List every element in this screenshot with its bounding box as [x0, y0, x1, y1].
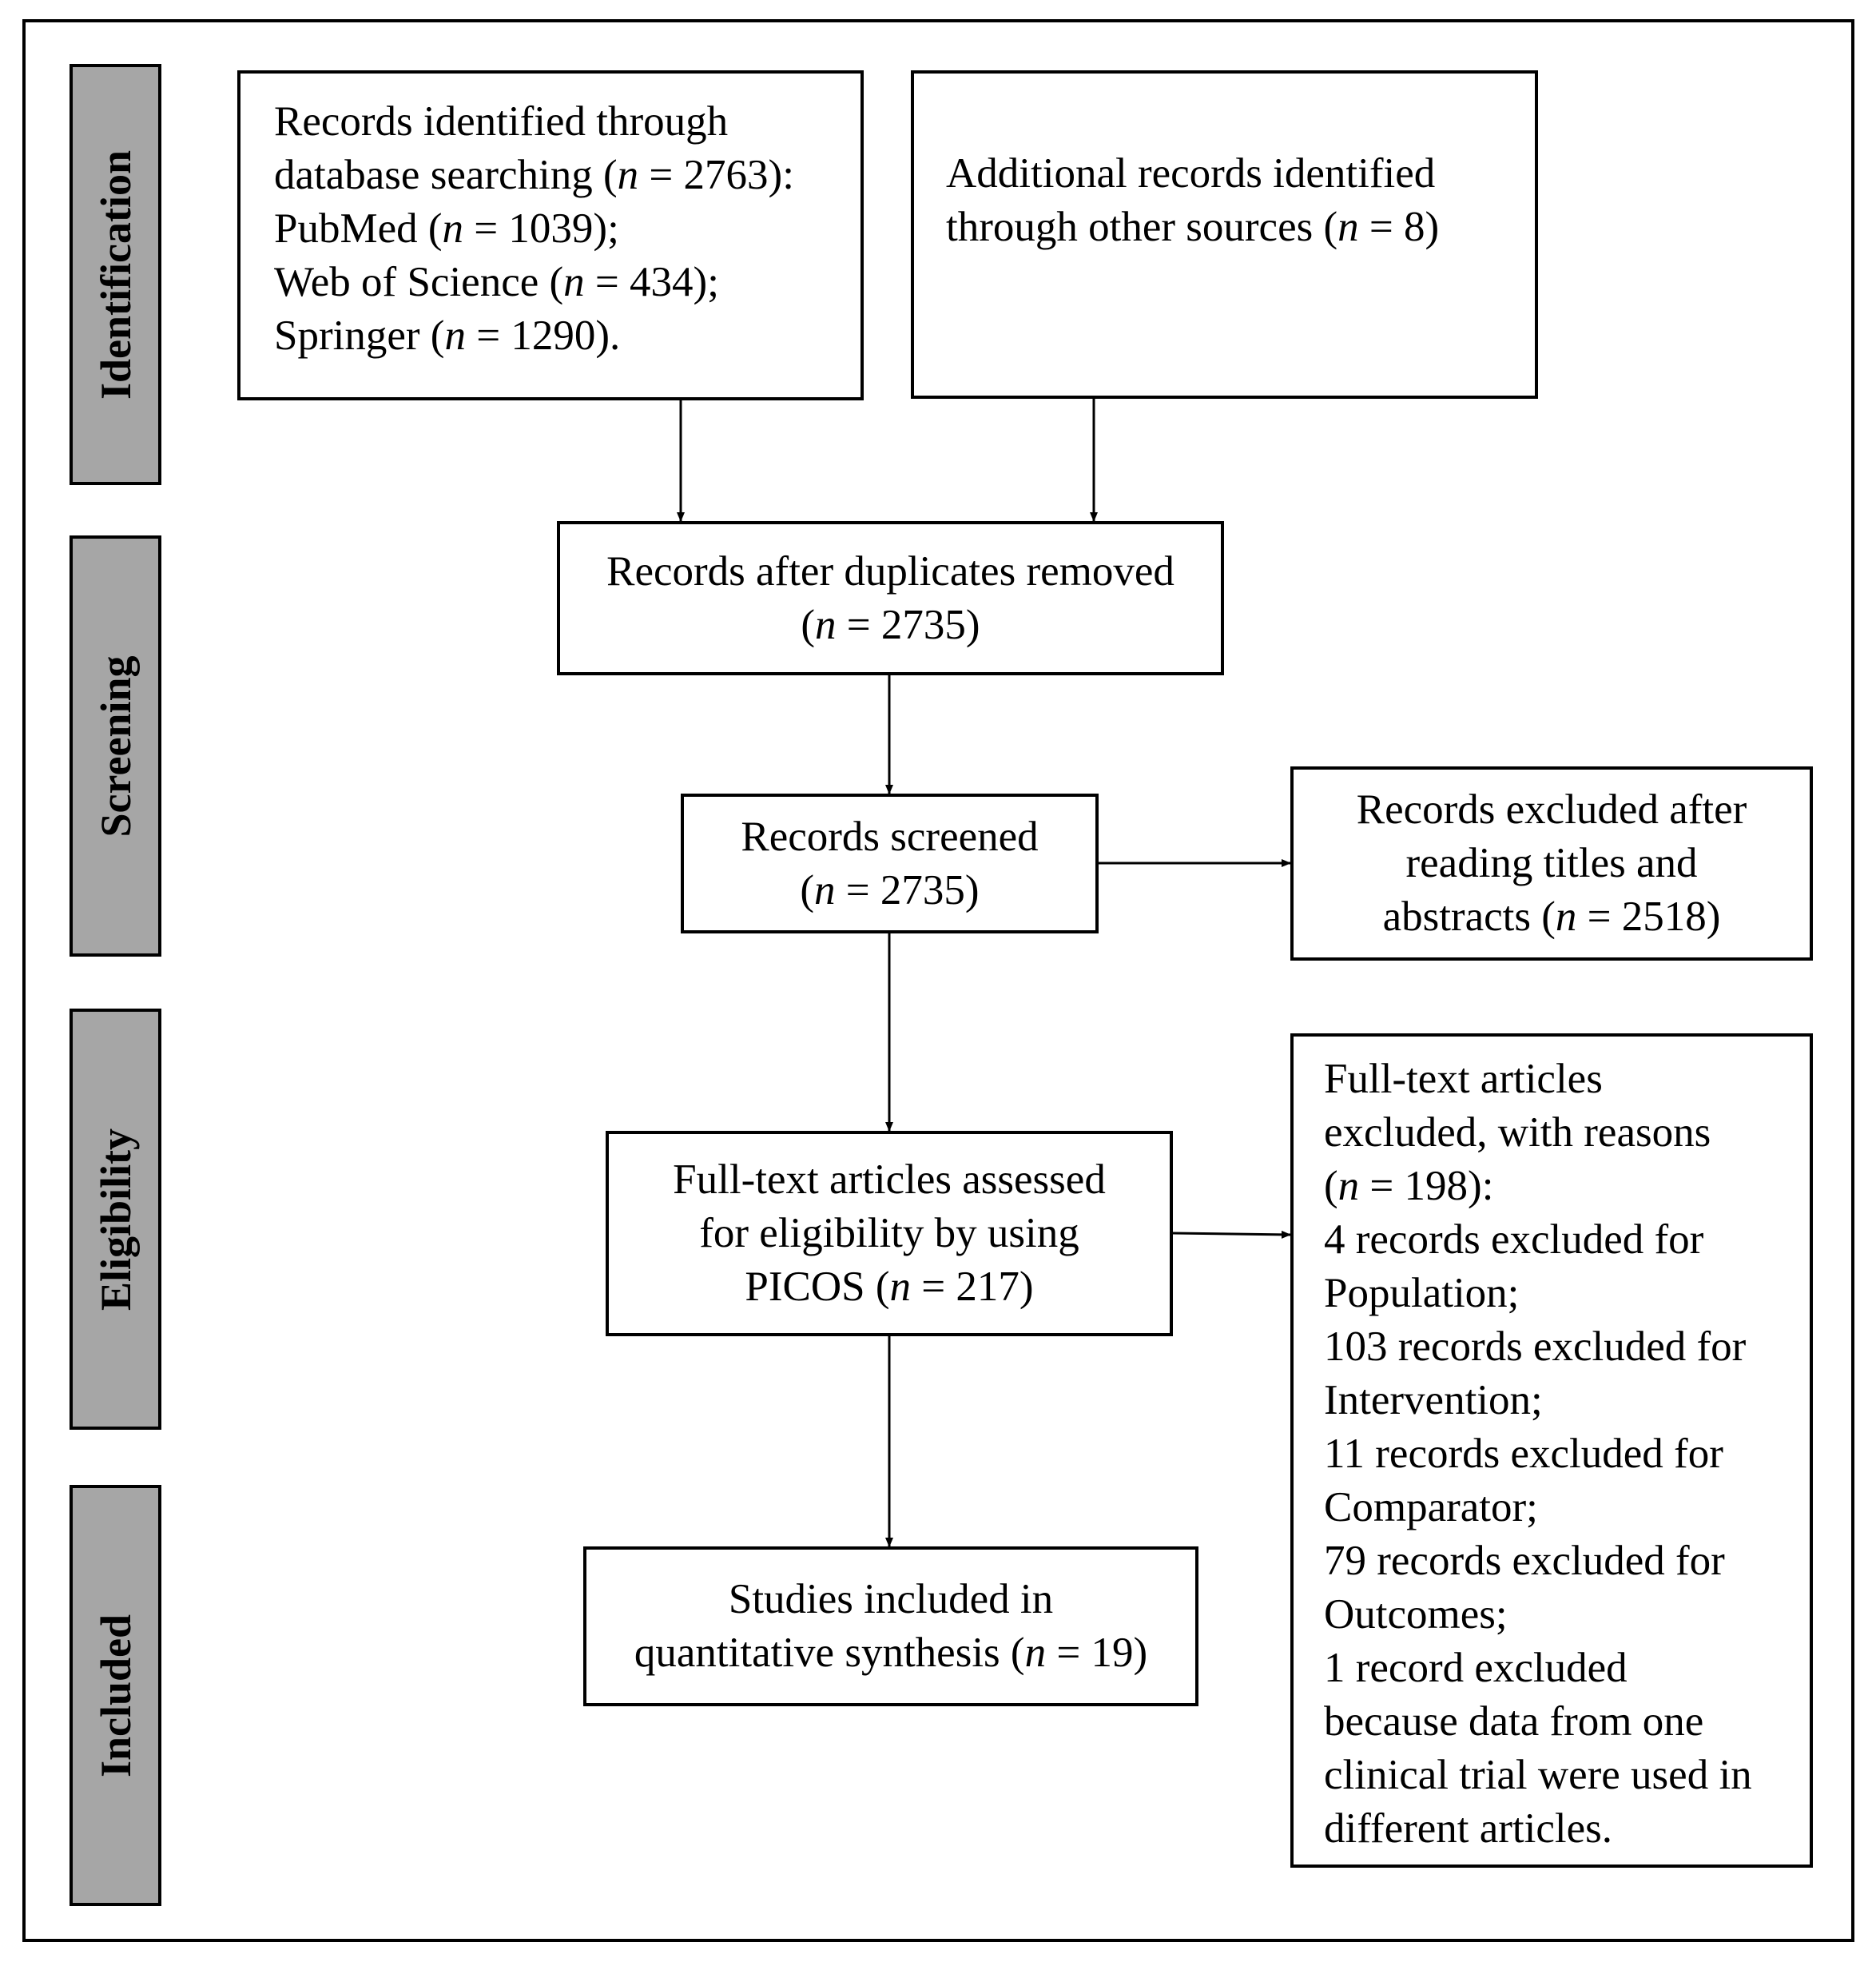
fulltext-line-2: for eligibility by using: [699, 1210, 1079, 1256]
box-fulltext-excluded: Full-text articles excluded, with reason…: [1290, 1033, 1813, 1868]
excluded-fulltext-line-14: clinical trial were used in: [1324, 1752, 1752, 1798]
fulltext-line-3: PICOS (n = 217): [745, 1264, 1034, 1310]
excluded-fulltext-line-5: Population;: [1324, 1270, 1520, 1316]
excluded-fulltext-line-4: 4 records excluded for: [1324, 1216, 1704, 1263]
outer-frame: [22, 19, 1854, 1942]
box-records-screened: Records screened (n = 2735): [681, 794, 1099, 933]
excluded-fulltext-line-10: 79 records excluded for: [1324, 1538, 1725, 1584]
excluded-fulltext-line-6: 103 records excluded for: [1324, 1323, 1747, 1370]
other-sources-line-1: Additional records identified: [946, 150, 1436, 197]
other-sources-line-2: through other sources (n = 8): [946, 204, 1440, 250]
excluded-fulltext-line-3: (n = 198):: [1324, 1163, 1494, 1209]
included-line-2: quantitative synthesis (n = 19): [634, 1630, 1148, 1676]
box-duplicates-removed: Records after duplicates removed (n = 27…: [557, 521, 1224, 675]
excluded-fulltext-line-7: Intervention;: [1324, 1377, 1543, 1423]
box-other-sources: Additional records identified through ot…: [911, 70, 1538, 399]
excluded-titles-line-1: Records excluded after: [1356, 786, 1747, 833]
stage-included: Included: [70, 1485, 161, 1906]
excluded-fulltext-line-13: because data from one: [1324, 1698, 1704, 1745]
database-line-springer: Springer (n = 1290).: [274, 312, 621, 359]
excluded-fulltext-line-9: Comparator;: [1324, 1484, 1538, 1530]
database-line-2: database searching (n = 2763):: [274, 152, 794, 198]
excluded-fulltext-line-11: Outcomes;: [1324, 1591, 1508, 1638]
excluded-fulltext-line-15: different articles.: [1324, 1805, 1613, 1852]
screened-line-2: (n = 2735): [800, 866, 980, 913]
database-line-wos: Web of Science (n = 434);: [274, 259, 719, 305]
box-studies-included: Studies included in quantitative synthes…: [583, 1546, 1198, 1706]
excluded-fulltext-line-1: Full-text articles: [1324, 1056, 1603, 1102]
box-database-search: Records identified through database sear…: [237, 70, 864, 400]
excluded-fulltext-line-8: 11 records excluded for: [1324, 1431, 1723, 1477]
stage-screening: Screening: [70, 535, 161, 957]
excluded-titles-line-3: abstracts (n = 2518): [1382, 893, 1721, 940]
stage-eligibility: Eligibility: [70, 1009, 161, 1430]
fulltext-line-1: Full-text articles assessed: [673, 1156, 1106, 1203]
excluded-fulltext-line-2: excluded, with reasons: [1324, 1109, 1711, 1156]
arrow-fulltext-to-excluded: [1172, 1230, 1291, 1239]
box-fulltext-assessed: Full-text articles assessed for eligibil…: [606, 1131, 1173, 1336]
duplicates-line-1: Records after duplicates removed: [606, 547, 1174, 595]
included-line-1: Studies included in: [728, 1576, 1054, 1622]
screened-line-1: Records screened: [741, 813, 1039, 860]
excluded-titles-line-2: reading titles and: [1405, 840, 1698, 886]
database-line-1: Records identified through: [274, 98, 729, 145]
stage-identification: Identification: [70, 64, 161, 485]
database-line-pubmed: PubMed (n = 1039);: [274, 205, 619, 252]
box-excluded-titles-abstracts: Records excluded after reading titles an…: [1290, 766, 1813, 961]
excluded-fulltext-line-12: 1 record excluded: [1324, 1645, 1628, 1691]
duplicates-line-2: (n = 2735): [801, 601, 980, 648]
